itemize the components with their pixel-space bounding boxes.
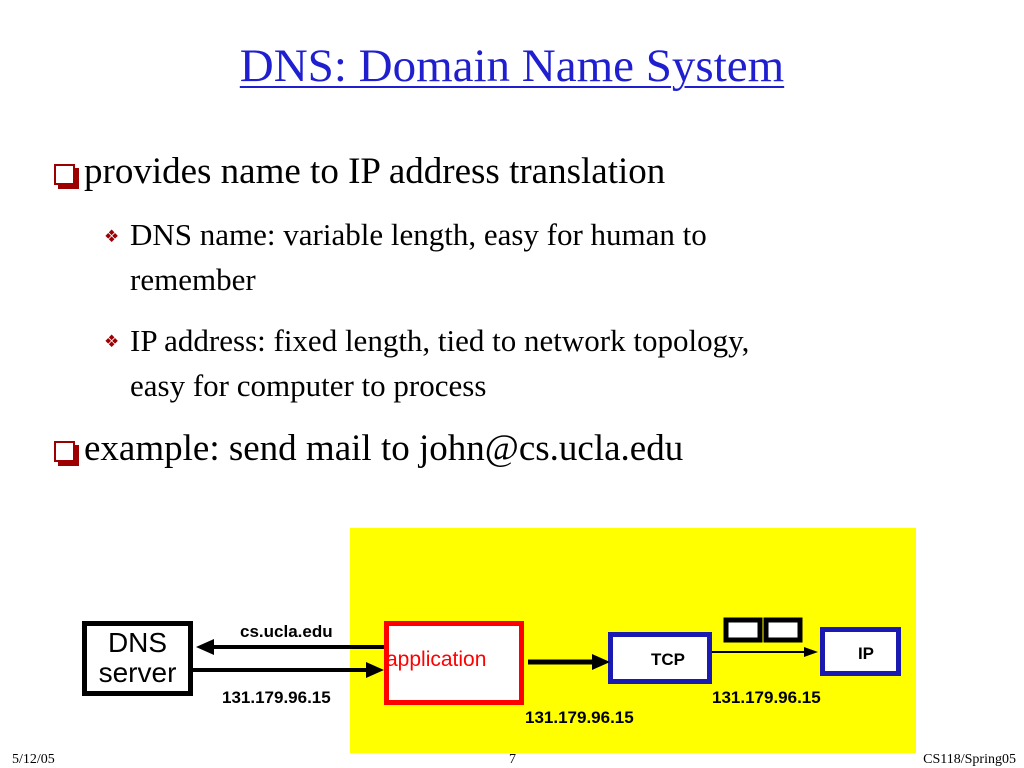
tcp-to-ip-address-label: 131.179.96.15 bbox=[712, 688, 821, 707]
footer-page-number: 7 bbox=[509, 752, 516, 767]
sub-bullet-2-line-1: IP address: fixed length, tied to networ… bbox=[130, 323, 750, 358]
ip-label: IP bbox=[857, 644, 874, 663]
sub-bullet-1-line-2: remember bbox=[130, 262, 256, 297]
reply-arrowhead bbox=[366, 662, 384, 678]
sub-bullet-1: DNS name: variable length, easy for huma… bbox=[130, 212, 930, 302]
footer-date: 5/12/05 bbox=[12, 752, 55, 767]
packet-icon bbox=[723, 617, 763, 643]
square-bullet-icon bbox=[54, 164, 79, 189]
bullet-1-text: provides name to IP address translation bbox=[84, 151, 666, 192]
app-to-tcp-arrowhead bbox=[592, 654, 610, 670]
dns-server-box: DNS server bbox=[82, 621, 193, 696]
sub-bullet-2: IP address: fixed length, tied to networ… bbox=[130, 318, 950, 408]
ip-box: IP bbox=[820, 627, 901, 676]
application-box bbox=[384, 621, 524, 705]
slide-title: DNS: Domain Name System bbox=[239, 40, 785, 92]
application-label: application bbox=[386, 648, 487, 671]
tcp-to-ip-arrowhead bbox=[804, 647, 818, 657]
tcp-box: TCP bbox=[608, 632, 712, 684]
reply-address-label: 131.179.96.15 bbox=[222, 688, 331, 707]
app-to-tcp-address-label: 131.179.96.15 bbox=[525, 708, 634, 727]
diamond-bullet-icon: ❖ bbox=[104, 332, 120, 351]
query-name-label: cs.ucla.edu bbox=[240, 622, 333, 641]
diamond-bullet-icon: ❖ bbox=[104, 227, 120, 246]
footer-course: CS118/Spring05 bbox=[923, 752, 1016, 767]
query-arrowhead bbox=[196, 639, 214, 655]
square-bullet-icon bbox=[54, 441, 79, 466]
dns-server-label-line-1: DNS bbox=[107, 627, 168, 658]
bullet-2-text: example: send mail to john@cs.ucla.edu bbox=[84, 428, 684, 469]
dns-server-label-line-2: server bbox=[98, 657, 177, 688]
packet-icon bbox=[763, 617, 803, 643]
sub-bullet-1-line-1: DNS name: variable length, easy for huma… bbox=[130, 217, 707, 252]
tcp-label: TCP bbox=[651, 650, 685, 669]
sub-bullet-2-line-2: easy for computer to process bbox=[130, 368, 487, 403]
